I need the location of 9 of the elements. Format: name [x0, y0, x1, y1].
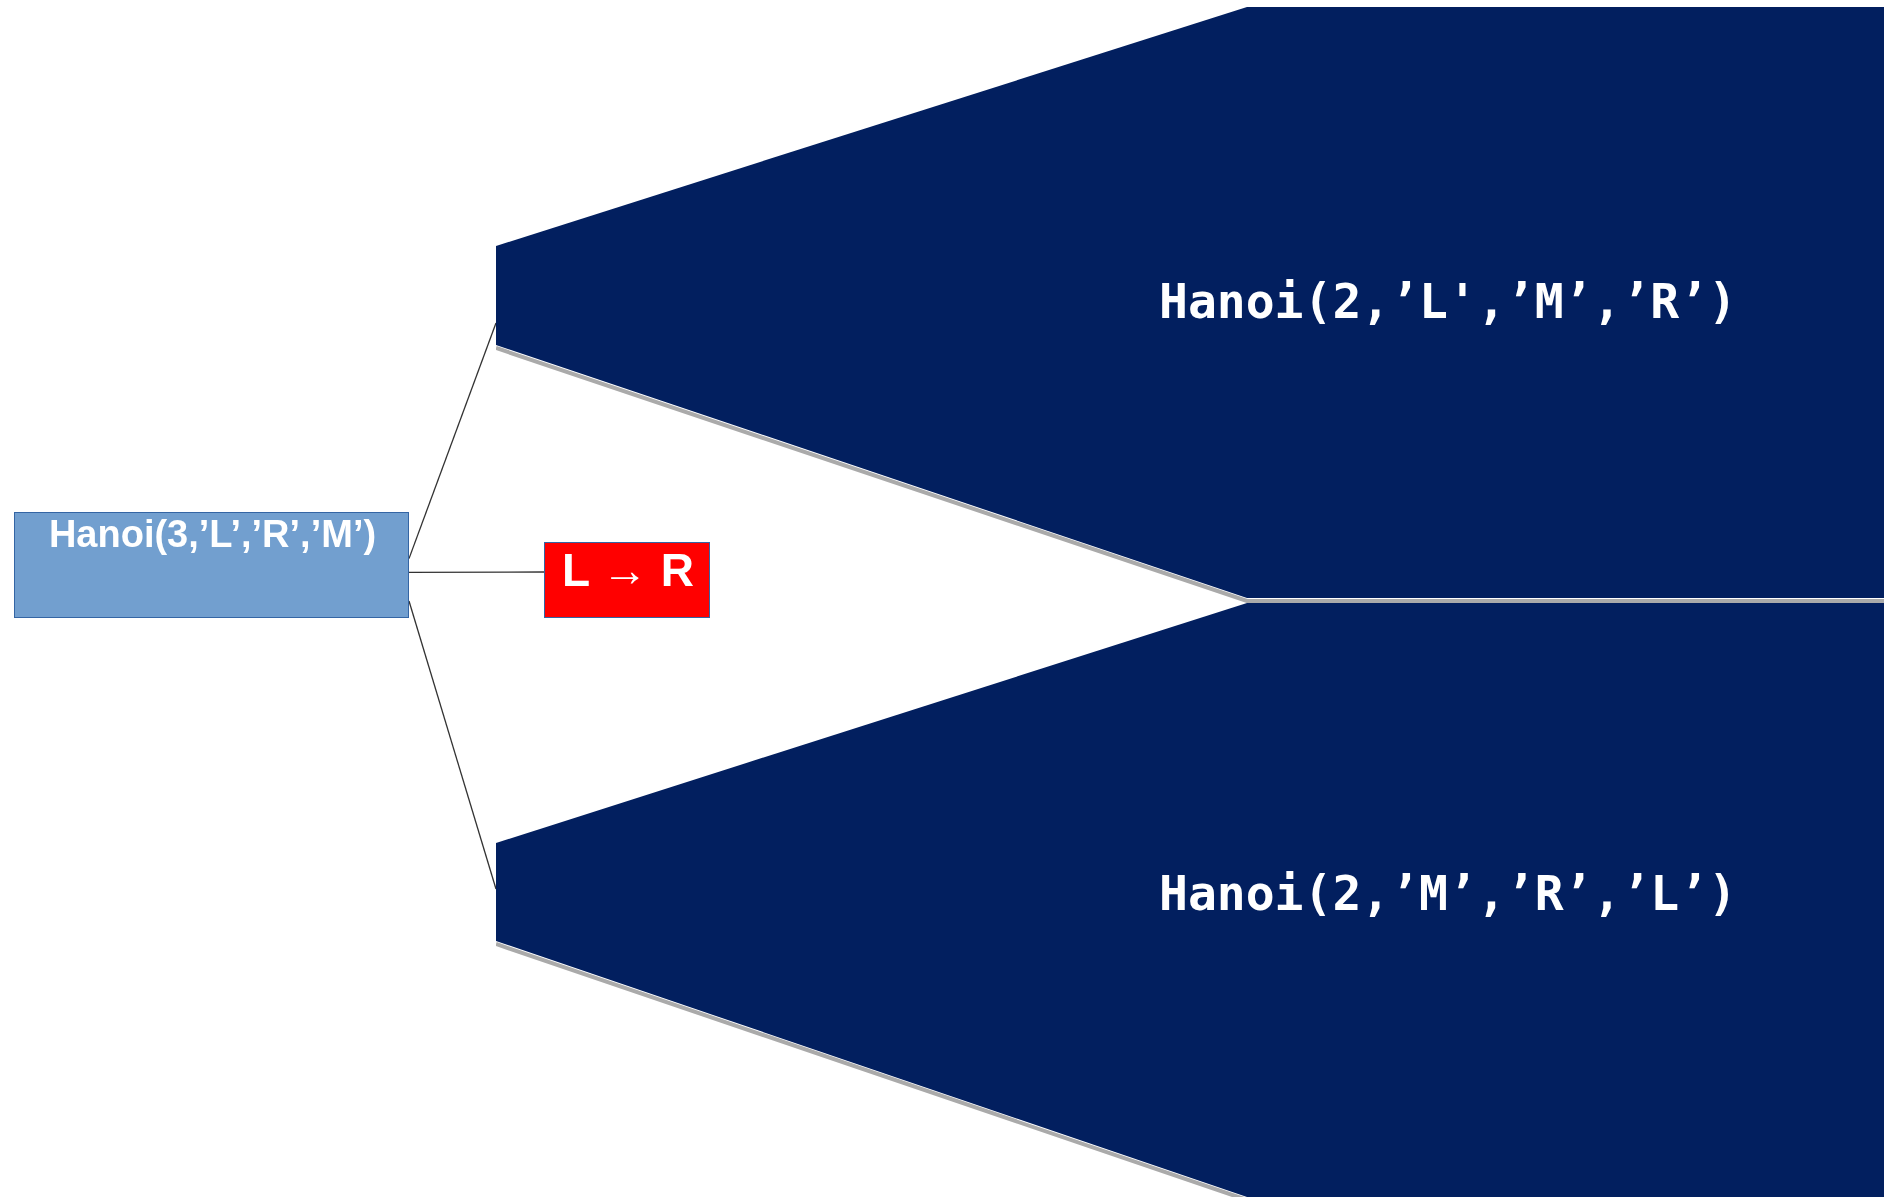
- call-label: Hanoi(2,’L',’M’,’R’): [1158, 273, 1738, 331]
- move-box: [544, 542, 710, 618]
- connector-line: [408, 322, 497, 560]
- call-label: Hanoi(2,’M’,’R’,’L’): [1158, 865, 1738, 923]
- connector-line: [408, 600, 497, 890]
- call-label: L → R: [560, 543, 696, 598]
- call-label: Hanoi(3,’L’,’R’,’M’): [47, 513, 378, 557]
- connector-line: [408, 571, 545, 574]
- function-call-box: [14, 512, 409, 618]
